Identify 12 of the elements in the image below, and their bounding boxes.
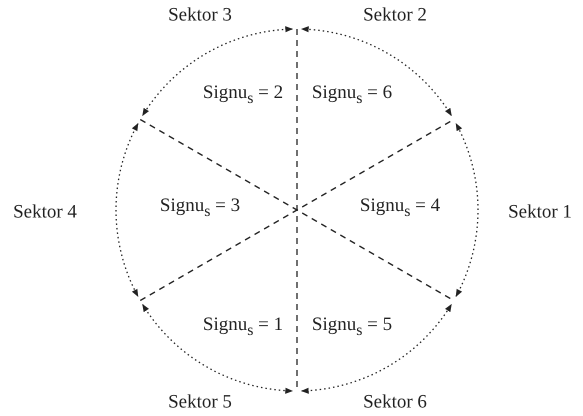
sector-label: Sektor 5 <box>168 392 232 412</box>
sign-value-label: Signu$_{s}$ = 4 <box>360 196 440 220</box>
sign-value-label: Signu$_{s}$ = 1 <box>202 315 284 339</box>
sign-value-label: Signu$_{s}$ = 3 <box>160 196 240 220</box>
sector-label: Sektor 4 <box>13 202 77 222</box>
sector-label: Sektor 6 <box>363 392 427 412</box>
sector-label: Sektor 1 <box>508 202 572 222</box>
sector-label: Sektor 2 <box>363 6 427 24</box>
sign-value-label: Signu$_{s}$ = 2 <box>202 83 284 107</box>
sign-value-label: Signu$_{s}$ = 6 <box>312 83 392 107</box>
sector-label: Sektor 3 <box>168 6 232 24</box>
sign-value-label: Signu$_{s}$ = 5 <box>312 315 392 339</box>
